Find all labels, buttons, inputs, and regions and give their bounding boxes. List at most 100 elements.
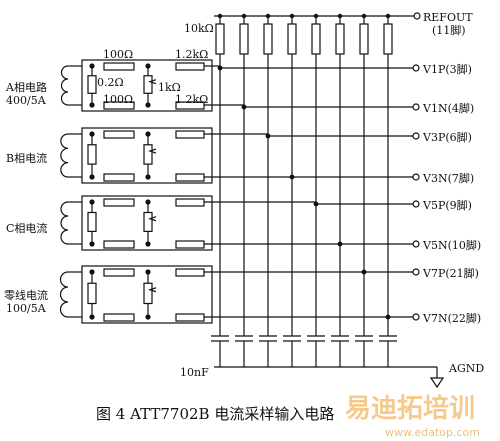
wiring [59, 15, 438, 378]
label-100-bottom: 100Ω [103, 93, 133, 106]
junction-dot [385, 314, 391, 320]
sampling-block-1 [60, 59, 245, 112]
block-frame [81, 127, 213, 184]
pullup-resistor-4 [287, 23, 297, 55]
pin-label-v5n: V5N(10脚) [422, 238, 481, 252]
junction-dot [145, 241, 151, 247]
junction-dot [217, 13, 223, 19]
pullup-resistor-3 [263, 23, 273, 55]
label-phase-c: C相电流 [6, 221, 47, 235]
resistor-1-2k-bottom [175, 240, 205, 249]
resistor-shunt [87, 211, 97, 232]
junction-dot [89, 269, 95, 275]
figure-caption: 图 4 ATT7702B 电流采样输入电路 [96, 405, 334, 423]
pin-label-refout: REFOUT [423, 11, 473, 24]
resistor-100-top [103, 198, 135, 207]
label-agnd: AGND [448, 362, 484, 375]
pin-terminal-0 [412, 64, 420, 72]
sampling-block-2 [60, 127, 292, 184]
label-10k: 10kΩ [184, 22, 214, 35]
pin-terminal-3 [412, 173, 420, 181]
potentiometer-1k [143, 144, 153, 165]
junction-dot [385, 13, 391, 19]
label-phase-b: B相电流 [6, 151, 47, 165]
junction-dot [89, 174, 95, 180]
junction-dot [145, 102, 151, 108]
pullup-resistor-5 [311, 23, 321, 55]
ground-icon [429, 377, 445, 389]
resistor-shunt [87, 282, 97, 305]
current-transformer-icon [59, 271, 69, 318]
resistor-1-2k-bottom [175, 173, 205, 182]
junction-dot [241, 104, 247, 110]
junction-dot [89, 131, 95, 137]
resistor-shunt [87, 75, 97, 94]
wiper-arrow-icon [148, 287, 157, 293]
resistor-100-top [103, 62, 135, 71]
pin-label-v5p: V5P(9脚) [422, 198, 472, 212]
resistor-1-2k-top [175, 268, 205, 277]
junction-dot [145, 199, 151, 205]
current-transformer-icon [60, 133, 69, 178]
pin-label-v1p: V1P(3脚) [422, 62, 472, 76]
potentiometer-1k [143, 75, 153, 94]
block-frame [81, 265, 213, 324]
resistor-100-bottom [103, 240, 135, 249]
junction-dot [89, 63, 95, 69]
pin-terminals [412, 12, 421, 321]
label-phase-a-ratio: 400/5A [6, 94, 47, 107]
pin-terminal-7 [412, 313, 420, 321]
pin-label-v7n: V7N(22脚) [422, 311, 481, 325]
sampling-block-3 [60, 195, 340, 251]
junction-dot [145, 314, 151, 320]
label-10nf: 10nF [180, 366, 209, 379]
watermark-url: www.edatop.com [385, 426, 480, 439]
label-0-2: 0.2Ω [97, 76, 124, 89]
junction-dots [217, 13, 391, 320]
junction-dot [289, 13, 295, 19]
resistor-1-2k-top [175, 198, 205, 207]
pin-terminal-refout [413, 12, 421, 20]
block-frame [81, 195, 213, 251]
pullup-resistor-6 [335, 23, 345, 55]
junction-dot [265, 133, 271, 139]
pin-terminal-5 [412, 240, 420, 248]
resistor-100-bottom [103, 101, 135, 110]
label-neutral: 零线电流 [4, 288, 48, 302]
junction-dot [89, 102, 95, 108]
watermark-text: 易迪拓培训 [345, 394, 475, 424]
pin-terminal-1 [412, 103, 420, 111]
junction-dot [337, 241, 343, 247]
pullup-resistor-7 [359, 23, 369, 55]
label-1k: 1kΩ [158, 81, 181, 94]
pin-label-v3p: V3P(6脚) [422, 130, 472, 144]
wiper-arrow-icon [148, 79, 157, 85]
potentiometer-1k [143, 211, 153, 232]
junction-dot [145, 63, 151, 69]
label-1-2k-top: 1.2kΩ [175, 48, 208, 61]
junction-dot [145, 131, 151, 137]
junction-dot [337, 13, 343, 19]
resistor-100-bottom [103, 173, 135, 182]
pin-label-v7p: V7P(21脚) [422, 266, 479, 280]
junction-dot [89, 199, 95, 205]
resistor-1-2k-top [175, 62, 205, 71]
pin-terminal-2 [412, 132, 420, 140]
junction-dot [361, 269, 367, 275]
pullup-resistor-8 [383, 23, 393, 55]
resistor-100-bottom [103, 313, 135, 322]
resistor-100-top [103, 268, 135, 277]
pin-label-v3n: V3N(7脚) [422, 171, 474, 185]
resistor-1-2k-bottom [175, 313, 205, 322]
junction-dot [313, 201, 319, 207]
junction-dot [217, 65, 223, 71]
junction-dot [289, 174, 295, 180]
current-transformer-icon [60, 65, 69, 106]
pin-terminal-4 [412, 200, 420, 208]
junction-dot [313, 13, 319, 19]
junction-dot [89, 241, 95, 247]
junction-dot [361, 13, 367, 19]
potentiometer-1k [143, 282, 153, 305]
label-1-2k-bottom: 1.2kΩ [175, 93, 208, 106]
